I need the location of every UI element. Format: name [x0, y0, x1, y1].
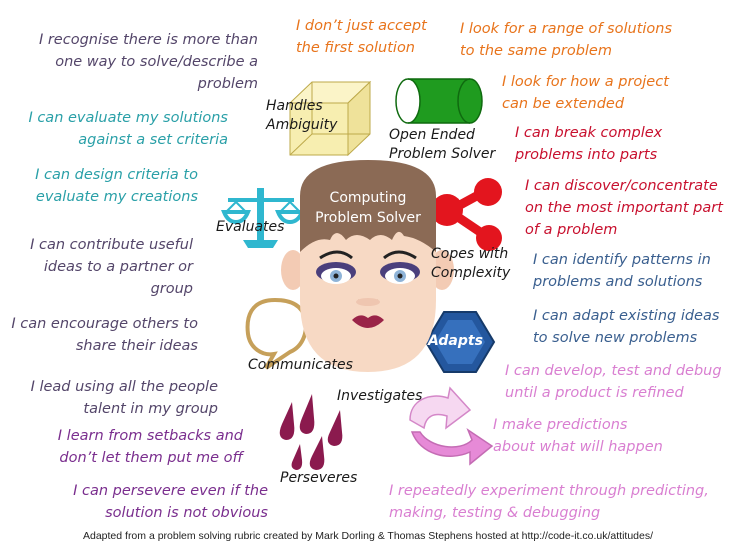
statement-line: talent in my group: [83, 401, 218, 417]
droplets-icon: [279, 394, 343, 470]
label-open-line1: Open Ended: [389, 127, 475, 143]
label-handles-line1: Handles: [266, 98, 323, 114]
statement-line: problems and solutions: [533, 274, 703, 290]
scale-icon: [221, 188, 305, 248]
statement-line: I recognise there is more than: [38, 32, 258, 48]
statement-line: I can discover/concentrate: [525, 178, 718, 194]
statement-discover-concentrate: I can discover/concentrate on the most i…: [525, 175, 723, 241]
statement-line: to solve new problems: [533, 330, 698, 346]
label-copes-line2: Complexity: [431, 265, 511, 281]
statement-line: I repeatedly experiment through predicti…: [389, 483, 709, 499]
statement-line: I can persevere even if the: [73, 483, 268, 499]
statement-line: don’t let them put me off: [59, 450, 243, 466]
statement-more-than-one-way: I recognise there is more than one way t…: [39, 29, 258, 95]
label-copes-complexity: Copes with Complexity: [431, 245, 510, 283]
label-adapts: Adapts: [428, 333, 483, 349]
statement-learn-setbacks: I learn from setbacks and don’t let them…: [58, 425, 243, 469]
statement-encourage-others: I can encourage others to share their id…: [11, 313, 198, 357]
statement-line: can be extended: [502, 96, 625, 112]
statement-line: I can identify patterns in: [533, 252, 711, 268]
statement-line: I can break complex: [515, 125, 663, 141]
statement-line: until a product is refined: [505, 385, 684, 401]
hexagon-icon: [424, 311, 496, 373]
label-communicates: Communicates: [248, 357, 353, 373]
statement-identify-patterns: I can identify patterns in problems and …: [533, 249, 711, 293]
footer-credit: Adapted from a problem solving rubric cr…: [82, 530, 653, 542]
statement-project-extended: I look for how a project can be extended: [502, 71, 669, 115]
statement-line: I can adapt existing ideas: [533, 308, 720, 324]
statement-line: against a set criteria: [78, 132, 228, 148]
cylinder-icon: [395, 78, 483, 124]
statement-range-solutions: I look for a range of solutions to the s…: [460, 18, 672, 62]
statement-line: group: [150, 281, 193, 297]
statement-line: on the most important part: [525, 200, 723, 216]
label-copes-line1: Copes with: [431, 246, 509, 262]
statement-line: I lead using all the people: [30, 379, 218, 395]
statement-line: problem: [197, 76, 258, 92]
label-handles-ambiguity: Handles Ambiguity: [266, 97, 337, 135]
statement-line: I don’t just accept: [296, 18, 427, 34]
statement-line: one way to solve/describe a: [55, 54, 258, 70]
cycle-arrow-icon: [409, 386, 494, 466]
statement-line: I can encourage others to: [11, 316, 198, 332]
statement-line: I learn from setbacks and: [57, 428, 243, 444]
cube-icon: [288, 80, 372, 157]
label-investigates: Investigates: [337, 388, 423, 404]
statement-line: about what will happen: [493, 439, 663, 455]
statement-line: I look for how a project: [502, 74, 669, 90]
label-evaluates: Evaluates: [216, 219, 285, 235]
statement-line: I can develop, test and debug: [505, 363, 722, 379]
statement-develop-test-debug: I can develop, test and debug until a pr…: [505, 360, 722, 404]
statement-line: I can evaluate my solutions: [28, 110, 228, 126]
statement-persevere: I can persevere even if the solution is …: [73, 480, 268, 524]
statement-evaluate-solutions: I can evaluate my solutions against a se…: [28, 107, 228, 151]
statement-line: share their ideas: [75, 338, 198, 354]
statement-line: ideas to a partner or: [43, 259, 193, 275]
label-open-ended: Open Ended Problem Solver: [389, 126, 495, 164]
statement-line: problems into parts: [515, 147, 658, 163]
statement-line: to the same problem: [460, 43, 612, 59]
statement-line: of a problem: [525, 222, 618, 238]
statement-make-predictions: I make predictions about what will happe…: [493, 414, 663, 458]
statement-line: I look for a range of solutions: [460, 21, 673, 37]
statement-line: I make predictions: [493, 417, 628, 433]
statement-line: I can contribute useful: [30, 237, 193, 253]
statement-break-complex: I can break complex problems into parts: [515, 122, 662, 166]
statement-adapt-ideas: I can adapt existing ideas to solve new …: [533, 305, 719, 349]
label-open-line2: Problem Solver: [389, 146, 496, 162]
statement-line: I can design criteria to: [35, 167, 198, 183]
statement-line: the first solution: [296, 40, 416, 56]
share-icon: [431, 178, 502, 251]
center-title-line2: Problem Solver: [315, 210, 421, 226]
statement-lead-talent: I lead using all the people talent in my…: [31, 376, 218, 420]
center-title-line1: Computing: [329, 190, 407, 206]
label-handles-line2: Ambiguity: [266, 117, 338, 133]
statement-repeatedly-experiment: I repeatedly experiment through predicti…: [389, 480, 709, 524]
center-title: Computing Problem Solver: [305, 188, 431, 228]
statement-first-solution: I don’t just accept the first solution: [296, 15, 427, 59]
statement-contribute-ideas: I can contribute useful ideas to a partn…: [30, 234, 193, 300]
statement-line: making, testing & debugging: [389, 505, 601, 521]
statement-design-criteria: I can design criteria to evaluate my cre…: [35, 164, 198, 208]
face-illustration: [281, 160, 454, 372]
label-perseveres: Perseveres: [280, 470, 358, 486]
statement-line: evaluate my creations: [35, 189, 198, 205]
statement-line: solution is not obvious: [105, 505, 268, 521]
